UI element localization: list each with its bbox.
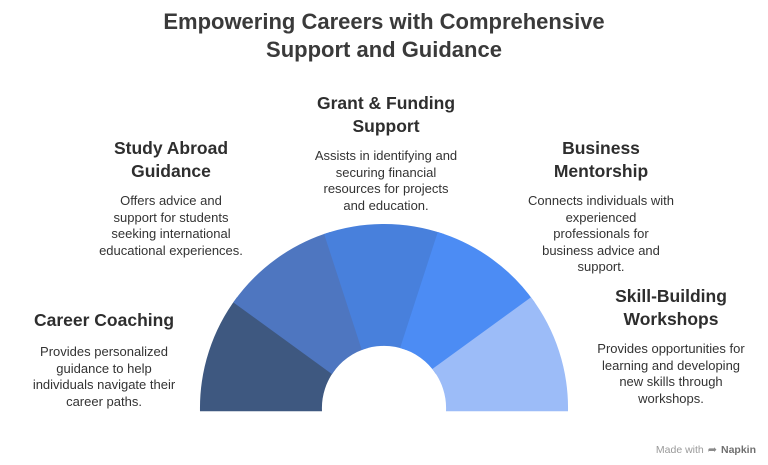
career-coaching-segment — [199, 297, 336, 412]
career-coaching-heading: Career Coaching — [33, 310, 175, 330]
career-coaching-description: Provides personalized guidance to help i… — [32, 344, 176, 409]
study-abroad-heading: Study Abroad Guidance — [113, 138, 229, 181]
page-title: Empowering Careers with Comprehensive Su… — [163, 9, 605, 62]
business-mentorship-segment — [400, 232, 535, 375]
skill-building-segment — [432, 297, 569, 412]
business-mentorship-description: Connects individuals with experienced pr… — [528, 193, 674, 274]
napkin-logo-icon: ➦ — [707, 444, 717, 456]
career-coaching-block: Career Coaching Provides personalized gu… — [8, 309, 200, 410]
grant-funding-description: Assists in identifying and securing fina… — [314, 148, 458, 213]
footer-brand: Napkin — [720, 443, 756, 456]
skill-building-description: Provides opportunities for learning and … — [597, 341, 745, 406]
study-abroad-segment — [233, 232, 368, 375]
skill-building-heading: Skill-Building Workshops — [615, 286, 727, 329]
business-mentorship-block: Business Mentorship Connects individuals… — [508, 137, 694, 276]
grant-funding-heading: Grant & Funding Support — [316, 93, 456, 136]
made-with-napkin-footer: Made with ➦ Napkin — [655, 443, 756, 457]
skill-building-block: Skill-Building Workshops Provides opport… — [578, 285, 764, 407]
study-abroad-block: Study Abroad Guidance Offers advice and … — [76, 137, 266, 259]
study-abroad-description: Offers advice and support for students s… — [99, 193, 243, 258]
grant-funding-block: Grant & Funding Support Assists in ident… — [286, 92, 486, 214]
business-mentorship-heading: Business Mentorship — [553, 138, 649, 181]
footer-prefix: Made with — [655, 443, 704, 456]
